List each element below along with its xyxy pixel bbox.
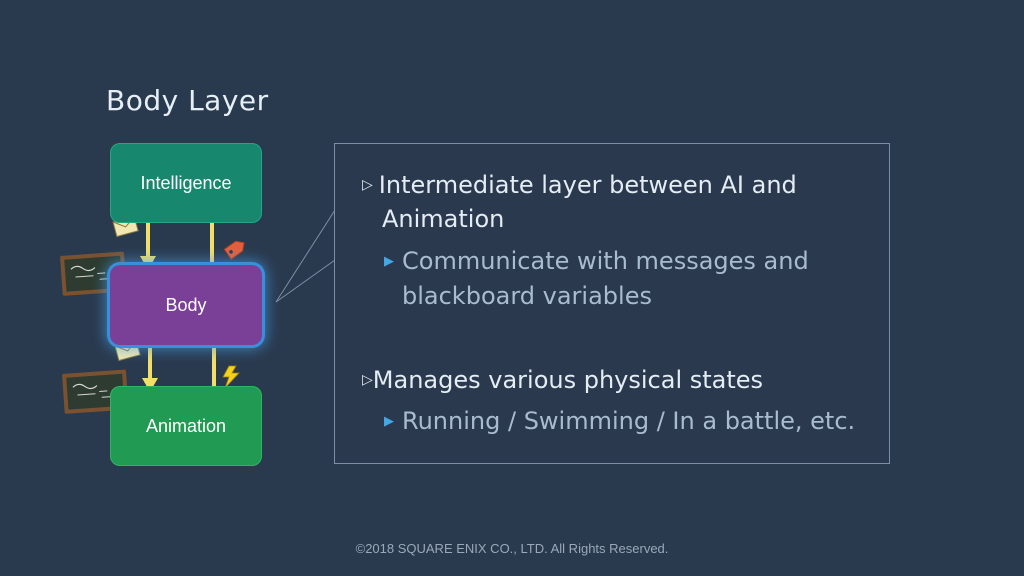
animation-label: Animation <box>145 415 227 436</box>
copyright-footer: ©2018 SQUARE ENIX CO., LTD. All Rights R… <box>355 541 669 556</box>
hollow-triangle-bullet-icon: ▷ <box>362 372 373 388</box>
sub2-text: Running / Swimming / In a battle, etc. <box>402 407 856 435</box>
animation-box: Animation <box>110 386 262 466</box>
bullet-physical-states: ▷Manages various physical states <box>362 365 763 395</box>
sub1-line2: blackboard variables <box>402 282 652 310</box>
tag-icon <box>223 240 245 260</box>
hollow-triangle-bullet-icon: ▷ <box>362 177 373 193</box>
slide-title: Body Layer <box>106 84 269 117</box>
bullet1-line1: Intermediate layer between AI and <box>378 171 797 199</box>
sub-bullet-running: ▶ Running / Swimming / In a battle, etc. <box>384 406 855 437</box>
solid-triangle-bullet-icon: ▶ <box>384 414 394 429</box>
bullet1-line2: Animation <box>382 205 505 233</box>
lightning-icon <box>222 365 240 389</box>
sub-bullet-communicate: ▶ Communicate with messages and blackboar… <box>384 244 874 313</box>
intelligence-box: Intelligence <box>110 143 262 223</box>
solid-triangle-bullet-icon: ▶ <box>384 254 394 269</box>
callout-tail <box>275 209 336 303</box>
bullet2-text: Manages various physical states <box>372 366 764 394</box>
bullet-intermediate-layer: ▷ Intermediate layer between AI and Anima… <box>362 168 862 236</box>
body-box: Body <box>110 265 262 345</box>
info-panel <box>334 143 890 464</box>
intelligence-label: Intelligence <box>140 172 232 193</box>
body-label: Body <box>165 294 207 315</box>
sub1-line1: Communicate with messages and <box>402 247 809 275</box>
